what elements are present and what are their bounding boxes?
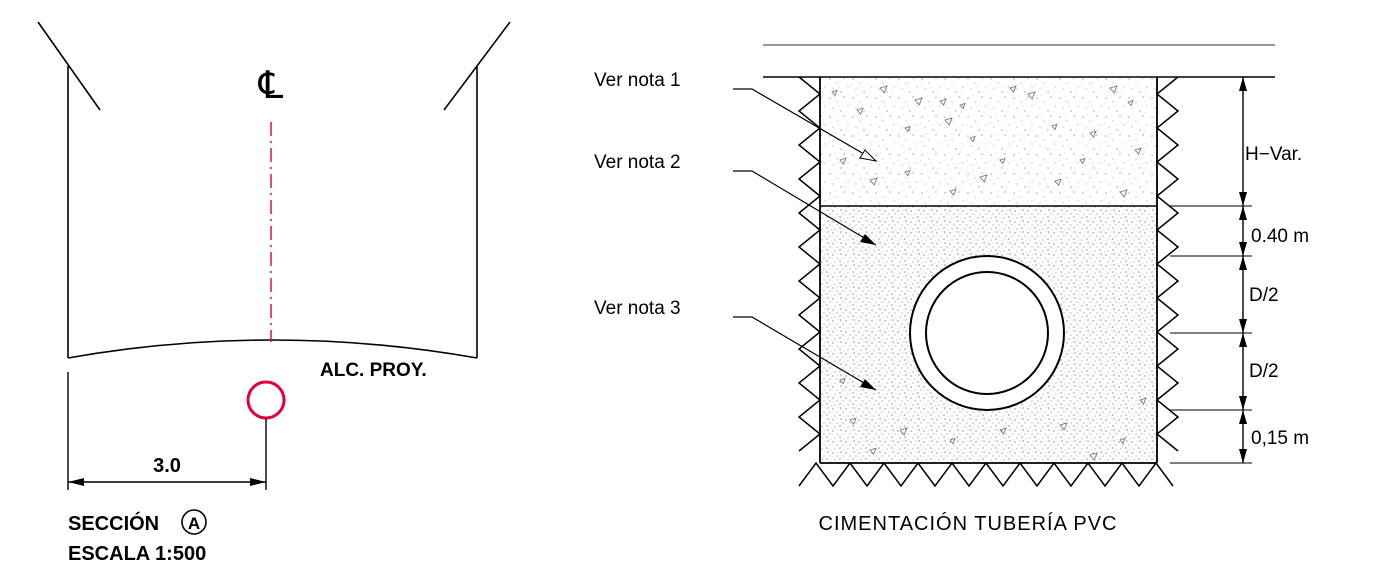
aggregate-mark — [1059, 422, 1068, 431]
dim-arrow-up — [1239, 206, 1247, 220]
pvc-pipe-inner — [925, 271, 1049, 395]
dim-arrow-down — [1239, 319, 1247, 333]
note-2-label: Ver nota 2 — [594, 152, 681, 173]
dimension-value: 3.0 — [153, 455, 181, 477]
dim-arrow-up — [1239, 410, 1247, 424]
aggregate-mark — [949, 188, 957, 197]
aggregate-mark — [1027, 91, 1036, 100]
aggregate-mark — [959, 102, 966, 110]
aggregate-mark — [1054, 178, 1062, 187]
pipe-circle — [246, 380, 286, 420]
aggregate-mark — [914, 97, 923, 106]
aggregate-mark — [949, 437, 956, 445]
note-1-arrow — [859, 149, 878, 162]
dim-d2-upper: D/2 — [1249, 285, 1279, 306]
aggregate-mark — [1127, 99, 1134, 107]
note-3-label: Ver nota 3 — [594, 298, 681, 319]
aggregate-mark — [856, 107, 864, 116]
vertical-dimensions: H−Var. 0.40 m D/2 D/2 0,15 m — [1170, 76, 1309, 464]
aggregate-mark — [1134, 147, 1142, 156]
aggregate-marks — [831, 85, 1147, 461]
aggregate-mark — [1089, 130, 1097, 139]
aggregate-mark — [831, 89, 838, 97]
note-2-leader — [733, 170, 877, 246]
note-3-leader — [733, 316, 877, 391]
note-2-arrow — [860, 234, 876, 245]
dim-h-var: H−Var. — [1245, 144, 1302, 165]
aggregate-mark — [999, 427, 1007, 436]
pipe-label: ALC. PROY. — [320, 360, 427, 381]
aggregate-mark — [979, 174, 988, 183]
aggregate-mark — [1119, 437, 1126, 445]
hatch-zigzag-right — [1155, 76, 1180, 452]
dim-015: 0,15 m — [1251, 428, 1309, 449]
soil-hatch-left — [797, 76, 822, 452]
dimension-arrow-left — [68, 478, 84, 486]
dim-arrow-down — [1239, 242, 1247, 256]
dim-d2-lower: D/2 — [1249, 361, 1279, 382]
hatch-zigzag-bottom — [798, 461, 1174, 488]
aggregate-mark — [904, 125, 911, 133]
dim-arrow-up — [1239, 77, 1247, 91]
note-3-arrow — [860, 379, 876, 390]
aggregate-mark — [839, 157, 847, 166]
aggregate-mark — [1119, 189, 1128, 198]
hatch-zigzag-left — [797, 76, 822, 452]
ground-curve — [67, 339, 478, 359]
aggregate-mark — [1009, 85, 1017, 94]
aggregate-mark — [879, 85, 888, 94]
section-title: SECCIÓN — [68, 511, 159, 535]
dim-arrow-down — [1239, 192, 1247, 206]
section-scale: ESCALA 1:500 — [68, 543, 206, 564]
aggregate-mark — [869, 177, 878, 186]
dim-arrow-down — [1239, 449, 1247, 463]
soil-hatch-right — [1155, 76, 1180, 452]
aggregate-mark — [1109, 85, 1118, 94]
aggregate-mark — [899, 427, 908, 436]
dim-arrow-up — [1239, 256, 1247, 270]
aggregate-mark — [999, 157, 1006, 165]
note-1-label: Ver nota 1 — [594, 70, 681, 91]
aggregate-mark — [839, 377, 846, 385]
aggregate-mark — [969, 135, 976, 143]
aggregate-mark — [939, 98, 947, 107]
dim-arrow-down — [1239, 396, 1247, 410]
aggregate-mark — [1051, 123, 1058, 131]
section-letter: A — [188, 514, 200, 533]
note-1-leader — [733, 88, 877, 162]
section-letter-circle — [181, 509, 207, 535]
aggregate-mark — [1089, 452, 1098, 461]
section-a-detail: ℄ ALC. PROY. 3.0 SECCIÓN A ESCALA 1:500 — [37, 21, 511, 564]
aggregate-mark — [1139, 397, 1147, 406]
pvc-title: CIMENTACIÓN TUBERÍA PVC — [819, 512, 1118, 535]
aggregate-mark — [944, 117, 953, 126]
dimension-arrow-right — [250, 478, 266, 486]
pvc-foundation-detail: Ver nota 1 Ver nota 2 Ver nota 3 H−Var. … — [594, 44, 1309, 535]
centerline-symbol: ℄ — [258, 63, 284, 107]
backfill-layer — [820, 77, 1157, 206]
dim-arrows — [1239, 77, 1247, 463]
dim-040: 0.40 m — [1251, 226, 1309, 247]
aggregate-mark — [849, 417, 857, 426]
aggregate-mark — [904, 169, 911, 177]
aggregate-mark — [1079, 157, 1086, 165]
aggregate-mark — [869, 447, 877, 456]
soil-hatch-bottom — [798, 461, 1174, 488]
dim-arrow-up — [1239, 333, 1247, 347]
left-slope-line — [37, 21, 101, 111]
